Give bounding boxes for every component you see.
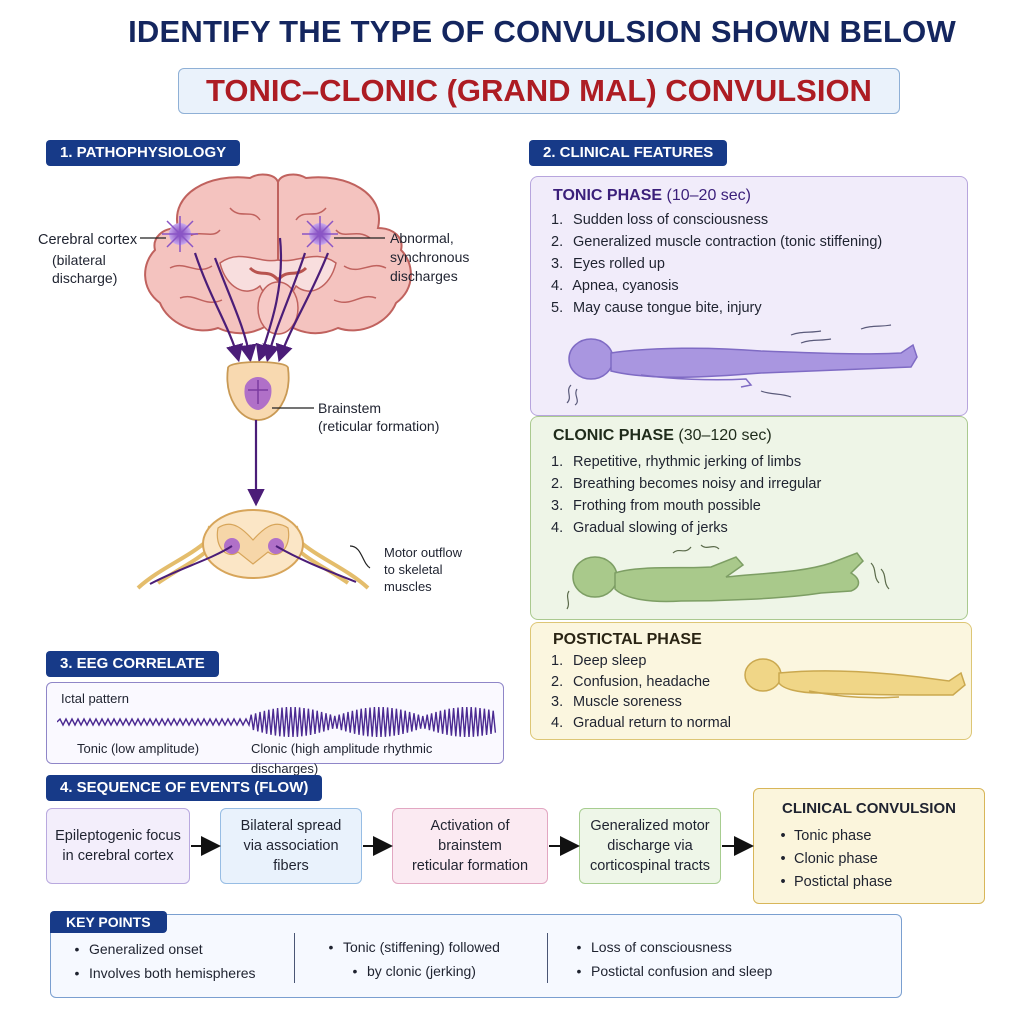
key-points-col-1: Generalized onset Involves both hemisphe… — [65, 937, 256, 985]
list-item: 2. Breathing becomes noisy and irregular — [551, 476, 822, 492]
brainstem-label-1: Brainstem — [318, 400, 382, 416]
list-item: Involves both hemispheres — [65, 961, 256, 985]
section-pathophysiology-label: 1. PATHOPHYSIOLOGY — [46, 140, 241, 166]
key-points-panel: Generalized onset Involves both hemisphe… — [50, 914, 902, 998]
list-item: Postictal phase — [772, 871, 984, 894]
list-item: 2. Generalized muscle contraction (tonic… — [551, 234, 883, 250]
motor-outflow-label-1: Motor outflow — [384, 545, 463, 560]
motor-outflow-label-2: to skeletal — [384, 562, 443, 577]
section-clinical-features-label: 2. CLINICAL FEATURES — [529, 140, 728, 166]
tonic-figure-illustration — [566, 324, 918, 406]
eeg-trace — [57, 706, 497, 738]
clonic-phase-duration: (30–120 sec) — [678, 427, 772, 444]
clonic-phase-name: CLONIC PHASE — [553, 427, 674, 444]
key-points-col-2: Tonic (stiffening) followed by clonic (j… — [319, 935, 500, 983]
list-item: 3. Muscle soreness — [551, 694, 682, 710]
postictal-feature-list: 1. Deep sleep 2. Confusion, headache 3. … — [551, 651, 731, 733]
brainstem-label-2: (reticular formation) — [318, 418, 440, 434]
motor-outflow-label-3: muscles — [384, 579, 432, 594]
key-points-col-3: Loss of consciousness Postictal confusio… — [567, 935, 772, 983]
abnormal-label-2: synchronous — [390, 249, 470, 265]
section-sequence-label: 4. SEQUENCE OF EVENTS (FLOW) — [46, 775, 323, 801]
list-item: 1. Repetitive, rhythmic jerking of limbs — [551, 454, 802, 470]
page-title: IDENTIFY THE TYPE OF CONVULSION SHOWN BE… — [128, 14, 956, 49]
list-item: 4. Gradual return to normal — [551, 714, 731, 731]
right-discharge-burst — [302, 216, 338, 252]
clonic-phase-panel: CLONIC PHASE (30–120 sec) 1. Repetitive,… — [530, 416, 968, 620]
list-item: 5. May cause tongue bite, injury — [551, 300, 762, 316]
key-points-label: KEY POINTS — [50, 911, 167, 933]
abnormal-label-1: Abnormal, — [390, 230, 454, 246]
tonic-phase-duration: (10–20 sec) — [666, 187, 752, 204]
spinal-cord-illustration — [136, 509, 370, 590]
cortex-sub-label-2: discharge) — [52, 270, 118, 286]
clinical-convulsion-list: Tonic phase Clonic phase Postictal phase — [754, 825, 984, 894]
eeg-panel: Ictal pattern Tonic (low amplitude) Clon… — [46, 682, 504, 776]
abnormal-label-3: discharges — [390, 268, 458, 284]
list-item-continued: by clonic (jerking) — [319, 959, 500, 983]
list-item: Tonic phase — [772, 825, 984, 848]
clinical-convulsion-title: CLINICAL CONVULSION — [782, 800, 956, 817]
brain-illustration — [144, 173, 412, 335]
list-item: 4. Apnea, cyanosis — [551, 278, 679, 294]
eeg-tonic-label: Tonic (low amplitude) — [77, 741, 200, 756]
postictal-figure-illustration — [744, 658, 966, 699]
key-points-divider-1 — [294, 933, 295, 983]
descending-pathway-arrows — [193, 237, 330, 363]
list-item: Postictal confusion and sleep — [567, 959, 772, 983]
left-discharge-burst — [162, 216, 198, 252]
tonic-feature-list: 1. Sudden loss of consciousness 2. Gener… — [551, 209, 882, 319]
clonic-figure-illustration — [566, 544, 890, 610]
motor-leader-line — [349, 545, 371, 569]
cerebral-cortex-label: Cerebral cortex — [38, 232, 138, 248]
tonic-phase-panel: TONIC PHASE (10–20 sec) 1. Sudden loss o… — [530, 176, 968, 416]
flow-result-clinical-convulsion: CLINICAL CONVULSION Tonic phase Clonic p… — [753, 788, 985, 904]
eeg-pattern-label: Ictal pattern — [61, 691, 129, 706]
list-item: Tonic (stiffening) followed — [319, 935, 500, 959]
diagnosis-banner: TONIC–CLONIC (GRAND MAL) CONVULSION — [178, 68, 900, 114]
list-item: 3. Frothing from mouth possible — [551, 498, 761, 514]
tonic-phase-title: TONIC PHASE (10–20 sec) — [553, 187, 751, 205]
key-points-divider-2 — [547, 933, 548, 983]
diagnosis-text: TONIC–CLONIC (GRAND MAL) CONVULSION — [206, 73, 872, 108]
list-item: Generalized onset — [65, 937, 256, 961]
list-item: 2. Confusion, headache — [551, 673, 711, 690]
tonic-phase-name: TONIC PHASE — [553, 187, 663, 204]
list-item: 4. Gradual slowing of jerks — [551, 520, 728, 536]
postictal-phase-title: POSTICTAL PHASE — [553, 631, 702, 648]
clonic-feature-list: 1. Repetitive, rhythmic jerking of limbs… — [551, 451, 821, 539]
list-item: 1. Sudden loss of consciousness — [551, 212, 769, 228]
postictal-phase-panel: POSTICTAL PHASE 1. Deep sleep 2. Confusi… — [530, 622, 972, 740]
cortex-sub-label-1: (bilateral — [52, 252, 106, 268]
list-item: Clonic phase — [772, 848, 984, 871]
list-item: Loss of consciousness — [567, 935, 772, 959]
pathophysiology-diagram — [136, 173, 412, 590]
eeg-waveform — [57, 706, 497, 738]
list-item: 3. Eyes rolled up — [551, 256, 665, 272]
eeg-clonic-label: Clonic (high amplitude rhythmic discharg… — [251, 741, 433, 776]
section-eeg-label: 3. EEG CORRELATE — [46, 651, 219, 677]
list-item: 1. Deep sleep — [551, 653, 647, 669]
brainstem-illustration — [226, 361, 290, 421]
clonic-phase-title: CLONIC PHASE (30–120 sec) — [553, 427, 772, 445]
